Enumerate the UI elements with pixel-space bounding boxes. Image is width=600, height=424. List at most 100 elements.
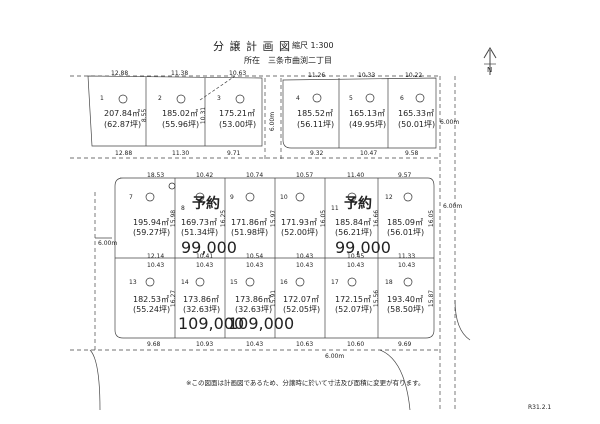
lot-number: 8 [181, 205, 185, 212]
dimension-label: 10.45 [347, 253, 365, 260]
dimension-label: 15.97 [270, 209, 278, 228]
lot-area: 171.93㎡ [281, 218, 317, 227]
dimension-label: 18.53 [147, 172, 165, 179]
dimension-label: 10.63 [229, 70, 247, 77]
dimension-label: 16.66 [373, 209, 381, 228]
dimension-label: 10.42 [196, 172, 214, 179]
lot-price: 109,000 [228, 314, 295, 333]
lot-area: 165.13㎡ [349, 109, 385, 118]
dimension-label: 11.40 [347, 172, 365, 179]
dimension-label: 10.43 [296, 262, 314, 269]
dimension-label: 9.69 [398, 341, 412, 348]
dimension-label: 10.41 [196, 253, 214, 260]
lot-area: 182.53㎡ [133, 295, 169, 304]
lot-number: 3 [217, 95, 221, 102]
dimension-label: 15.98 [170, 209, 178, 228]
road-width-label: 6.00m [98, 240, 118, 247]
lot-number: 12 [385, 194, 393, 201]
dimension-label: 8.55 [141, 108, 149, 123]
dimension-label: 16.27 [170, 289, 178, 308]
dimension-label: 9.68 [147, 341, 161, 348]
dimension-label: 10.74 [246, 172, 264, 179]
dimension-label: 10.43 [398, 262, 416, 269]
footnote: ※この図面は計画図であるため、分譲時に於いて寸法及び面積に変更が有ります。 [186, 379, 425, 387]
lot-tsubo: (56.21坪) [335, 228, 373, 237]
dimension-label: 10.93 [196, 341, 214, 348]
dimension-label: 10.43 [147, 262, 165, 269]
lot-number: 5 [349, 95, 353, 102]
lot-area: 195.94㎡ [133, 218, 169, 227]
dimension-label: 9.71 [227, 150, 241, 157]
dimension-label: 15.87 [428, 289, 436, 308]
location-label: 所在 三条市曲渕二丁目 [244, 56, 332, 65]
lot-area: 173.86㎡ [235, 295, 271, 304]
reserved-label: 予約 [192, 196, 220, 212]
road-width-label: 6.00m [325, 353, 345, 360]
lot-area: 173.86㎡ [183, 295, 219, 304]
lot-price: 99,000 [335, 238, 391, 257]
lot-number: 1 [100, 95, 104, 102]
lot-number: 4 [296, 95, 300, 102]
dimension-label: 11.30 [172, 150, 190, 157]
dimension-label: 10.43 [246, 262, 264, 269]
dimension-label: 10.63 [296, 341, 314, 348]
lot-area: 171.86㎡ [231, 218, 267, 227]
lot-area: 172.15㎡ [335, 295, 371, 304]
lot-number: 2 [158, 95, 162, 102]
document-code: R31.2.1 [528, 404, 552, 411]
lot-tsubo: (56.01坪) [387, 228, 425, 237]
lot-area: 185.84㎡ [335, 218, 371, 227]
lot-area: 185.09㎡ [387, 218, 423, 227]
dimension-label: 10.43 [347, 262, 365, 269]
lot-number: 17 [331, 279, 339, 286]
lot-area: 165.33㎡ [398, 109, 434, 118]
lot-area: 185.52㎡ [297, 109, 333, 118]
dimension-label: 10.43 [246, 341, 264, 348]
lot-price: 99,000 [181, 238, 237, 257]
dimension-label: 10.43 [196, 262, 214, 269]
lot-number: 15 [230, 279, 238, 286]
dimension-label: 12.14 [147, 253, 165, 260]
lot-tsubo: (52.00坪) [281, 228, 319, 237]
lot-area: 207.84㎡ [104, 109, 140, 118]
road-width-label: 6.00m [440, 119, 460, 126]
lot-number: 14 [181, 279, 189, 286]
lot-number: 10 [280, 194, 288, 201]
dimension-label: 10.60 [347, 341, 365, 348]
lot-area: 185.02㎡ [162, 109, 198, 118]
north-icon: N [487, 66, 493, 74]
lot-number: 9 [230, 194, 234, 201]
dimension-label: 12.88 [111, 70, 129, 77]
road-width-label: 6.00m [443, 203, 463, 210]
dimension-label: 10.54 [246, 253, 264, 260]
dimension-label: 10.33 [358, 72, 376, 79]
lot-number: 16 [280, 279, 288, 286]
dimension-label: 10.43 [296, 253, 314, 260]
dimension-label: 15.56 [373, 289, 381, 308]
dimension-label: 10.22 [405, 72, 423, 79]
lot-area: 172.07㎡ [283, 295, 319, 304]
lot-number: 13 [129, 279, 137, 286]
lot-tsubo: (53.00坪) [219, 120, 257, 129]
lot-tsubo: (62.87坪) [104, 120, 142, 129]
lot-tsubo: (58.50坪) [387, 305, 425, 314]
lot-area: 175.21㎡ [219, 109, 255, 118]
lot-tsubo: (49.95坪) [349, 120, 387, 129]
dimension-label: 10.47 [360, 150, 378, 157]
lot-number: 6 [400, 95, 404, 102]
lot-tsubo: (59.27坪) [133, 228, 171, 237]
lot-tsubo: (56.11坪) [297, 120, 335, 129]
lot-area: 193.40㎡ [387, 295, 423, 304]
road-width-label: 6.00m [269, 111, 277, 132]
lot-tsubo: (32.63坪) [183, 305, 221, 314]
lot-area: 169.73㎡ [181, 218, 217, 227]
dimension-label: 9.57 [398, 172, 412, 179]
scale-label: 縮尺 1:300 [292, 41, 334, 50]
lot-number: 11 [331, 205, 339, 212]
dimension-label: 15.91 [270, 289, 278, 308]
dimension-label: 16.25 [220, 209, 228, 228]
lot-tsubo: (32.63坪) [235, 305, 273, 314]
dimension-label: 12.88 [115, 150, 133, 157]
